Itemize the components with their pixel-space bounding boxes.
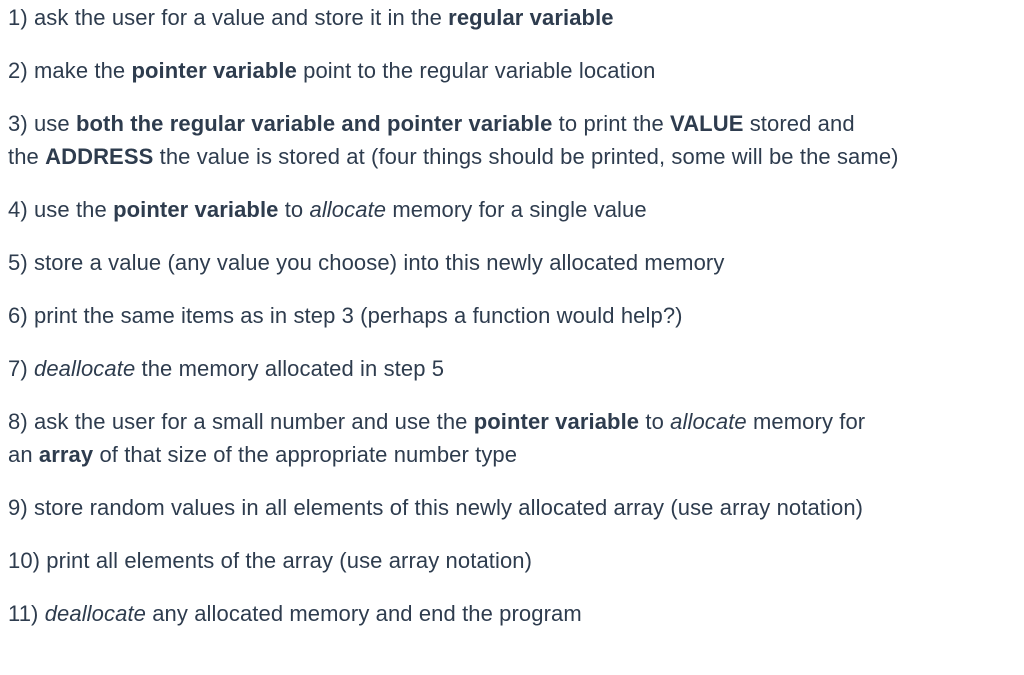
text-segment: VALUE [670, 111, 744, 136]
text-segment: regular variable [448, 5, 614, 30]
text-segment: to print the [552, 111, 671, 136]
text-segment: ADDRESS [45, 144, 154, 169]
text-segment: the [8, 144, 46, 169]
text-segment: array [38, 442, 94, 467]
instruction-item: 6) print the same items as in step 3 (pe… [8, 299, 1016, 332]
text-segment: memory for a single value [386, 197, 647, 222]
text-segment: allocate [309, 197, 387, 222]
text-segment: allocate [670, 409, 747, 434]
instruction-item: 4) use the pointer variable to allocate … [8, 193, 1016, 226]
text-segment: 7) [8, 356, 34, 381]
text-segment: 2) make the [8, 58, 132, 83]
instruction-item: 5) store a value (any value you choose) … [8, 246, 1016, 279]
text-segment: pointer variable [113, 197, 279, 222]
instruction-item: 11) deallocate any allocated memory and … [8, 597, 1016, 630]
text-segment: memory for [746, 409, 866, 434]
text-segment: point to the regular variable location [296, 58, 656, 83]
instruction-item: 8) ask the user for a small number and u… [8, 405, 1016, 471]
text-segment: 8) ask the user for a small number and u… [8, 409, 474, 434]
text-segment: an [8, 442, 39, 467]
instruction-item: 1) ask the user for a value and store it… [8, 1, 1016, 34]
text-segment: 5) store a value (any value you choose) … [8, 250, 725, 275]
instruction-item: 10) print all elements of the array (use… [8, 544, 1016, 577]
text-segment: pointer variable [473, 409, 640, 434]
text-segment: 3) use [8, 111, 76, 136]
text-segment: to [639, 409, 671, 434]
text-segment: of that size of the appropriate number t… [93, 442, 518, 467]
text-segment: 9) store random values in all elements o… [8, 495, 864, 520]
instruction-item: 2) make the pointer variable point to th… [8, 54, 1016, 87]
text-segment: 10) print all elements of the array (use… [8, 548, 533, 573]
text-segment: to [278, 197, 310, 222]
text-segment: any allocated memory and end the program [146, 601, 582, 626]
text-segment: 4) use the [8, 197, 114, 222]
text-segment: the memory allocated in step 5 [135, 356, 445, 381]
text-segment: both the regular variable and pointer va… [75, 111, 553, 136]
text-segment: deallocate [44, 601, 146, 626]
text-segment: 1) ask the user for a value and store it… [8, 5, 449, 30]
instruction-item: 9) store random values in all elements o… [8, 491, 1016, 524]
text-segment: 11) [8, 601, 45, 626]
instruction-item: 7) deallocate the memory allocated in st… [8, 352, 1016, 385]
text-segment: deallocate [33, 356, 136, 381]
text-segment: 6) print the same items as in step 3 (pe… [8, 303, 683, 328]
text-segment: the value is stored at (four things shou… [153, 144, 899, 169]
instruction-item: 3) use both the regular variable and poi… [8, 107, 1016, 173]
text-segment: pointer variable [131, 58, 297, 83]
text-segment: stored and [743, 111, 855, 136]
